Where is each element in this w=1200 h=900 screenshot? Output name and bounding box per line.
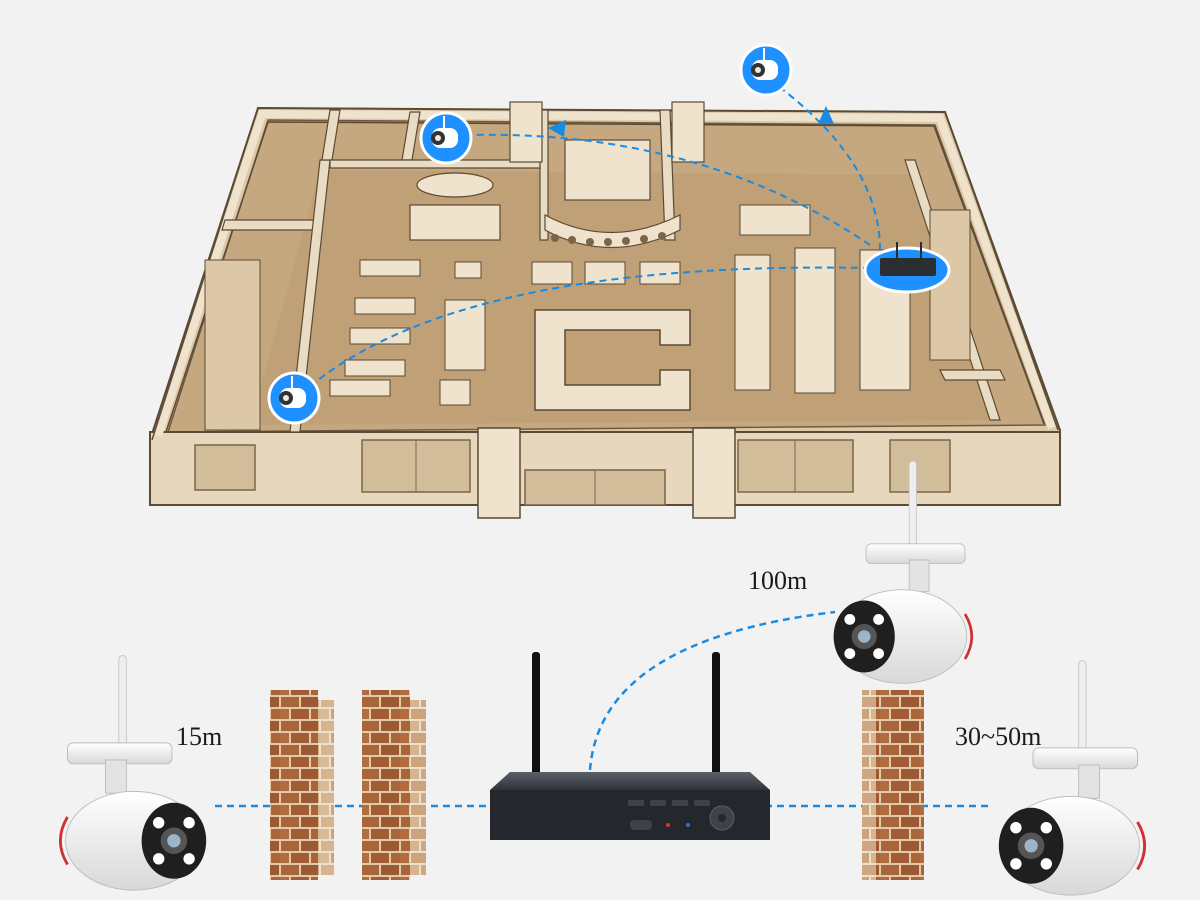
brick-wall-icon: [862, 690, 924, 880]
bullet-camera-icon: [997, 659, 1147, 897]
brick-wall-icon: [270, 690, 334, 880]
distance-label-15m: 15m: [176, 722, 223, 751]
arrow-up-icon: [818, 106, 834, 124]
wireless-nvr-recorder: [490, 652, 770, 840]
building-floorplan: [149, 101, 1061, 519]
nvr-badge-icon: [863, 242, 951, 294]
camera-badge-icon: [419, 111, 473, 165]
bullet-camera-icon: [58, 654, 208, 892]
floorplan-wireless-links: [299, 79, 881, 396]
brick-wall-icon: [362, 690, 426, 880]
distance-label-100m: 100m: [748, 566, 808, 595]
camera-badge-icon: [739, 43, 793, 97]
distance-label-30-50m: 30~50m: [955, 722, 1042, 751]
arrow-left-icon: [548, 120, 566, 137]
camera-badge-icon: [267, 371, 321, 425]
